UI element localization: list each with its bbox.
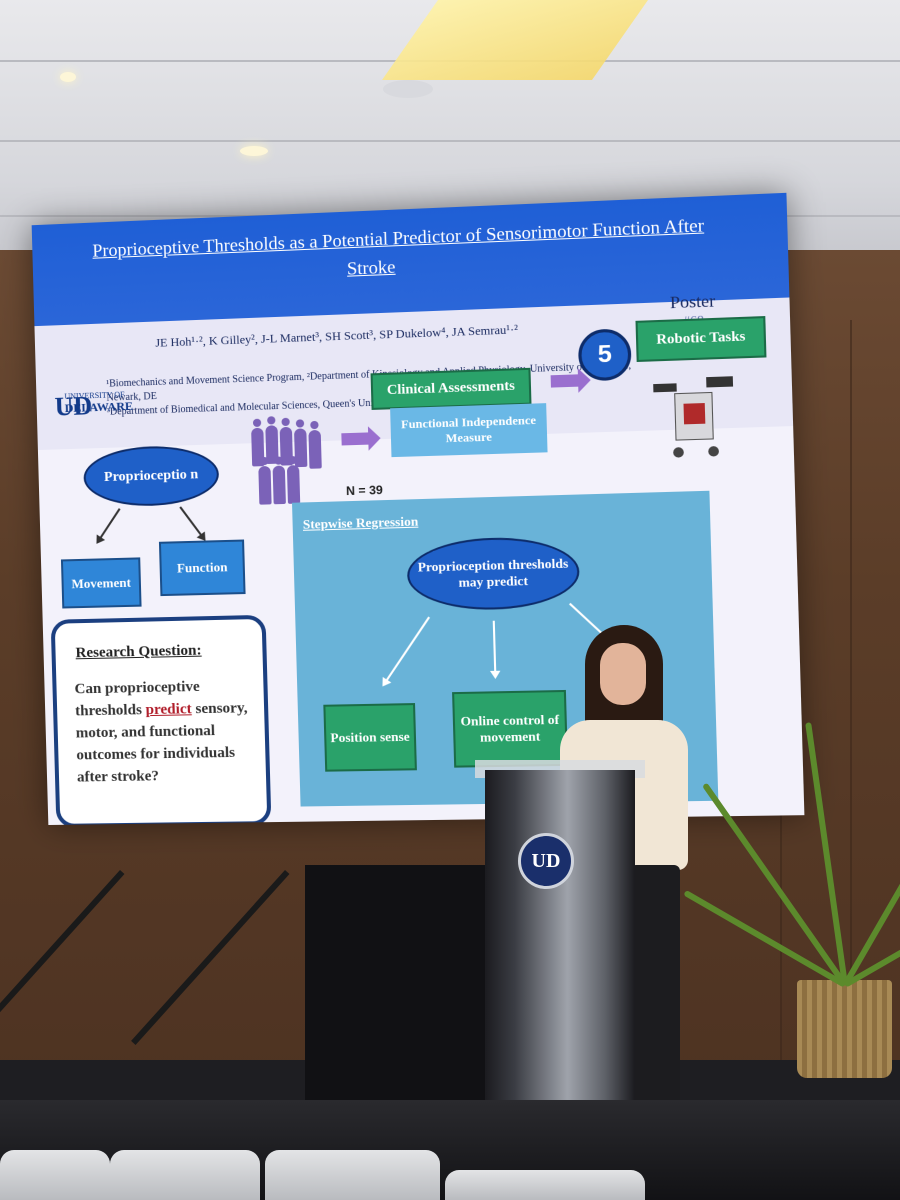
- research-question-text: Can proprioceptive thresholds predict se…: [74, 675, 259, 789]
- arrow-icon: [96, 508, 121, 543]
- participants-count: N = 39: [345, 482, 384, 499]
- robot-image: [653, 376, 734, 458]
- podium: [485, 770, 635, 1140]
- participants-icon: [251, 415, 335, 509]
- person-icon: [272, 465, 286, 505]
- slide: Proprioceptive Thresholds as a Potential…: [31, 192, 805, 826]
- presenter-pants: [630, 865, 680, 1135]
- audience-chair: [0, 1150, 110, 1200]
- robotic-tasks-box: Robotic Tasks: [635, 316, 767, 363]
- research-question-box: Research Question: Can proprioceptive th…: [50, 614, 272, 826]
- regression-oval: Proprioception thresholds may predict: [406, 535, 581, 612]
- plant-pot: [797, 980, 892, 1078]
- function-box: Function: [158, 539, 246, 597]
- research-question-heading: Research Question:: [75, 642, 202, 662]
- proprioception-oval: Proprioceptio n: [82, 444, 220, 508]
- regression-title: Stepwise Regression: [302, 513, 419, 532]
- white-arrow-icon: [382, 616, 431, 686]
- ceiling-speaker: [383, 80, 433, 98]
- online-control-box: Online control of movement: [452, 689, 569, 768]
- audience-chair: [110, 1150, 260, 1200]
- person-icon: [286, 465, 301, 504]
- university-logo: UD UNIVERSITY OF DELAWARE: [54, 390, 133, 432]
- podium-emblem: UD: [518, 833, 574, 889]
- presenter-face: [600, 643, 646, 705]
- poster-label: Poster: [669, 291, 716, 313]
- white-arrow-icon: [492, 620, 497, 677]
- movement-box: Movement: [60, 557, 142, 609]
- ceiling-seam: [0, 140, 900, 142]
- position-sense-box: Position sense: [323, 703, 417, 772]
- wall-panel: [850, 320, 852, 1080]
- functional-independence-box: Functional Independence Measure: [390, 403, 548, 458]
- rq-highlight-word: predict: [145, 701, 192, 719]
- projection-screen: Proprioceptive Thresholds as a Potential…: [31, 192, 805, 826]
- draped-table: [305, 865, 495, 1105]
- skylight: [381, 0, 649, 80]
- arrow-icon: [179, 506, 206, 540]
- ceiling-light: [60, 72, 76, 82]
- logo-mark: UD: [54, 391, 93, 422]
- purple-arrow-icon: [341, 432, 369, 446]
- person-icon: [308, 429, 322, 469]
- audience-chair: [265, 1150, 440, 1200]
- ceiling-light: [240, 146, 268, 156]
- audience-chair: [445, 1170, 645, 1200]
- purple-arrow-icon: [550, 374, 579, 388]
- person-icon: [258, 465, 272, 505]
